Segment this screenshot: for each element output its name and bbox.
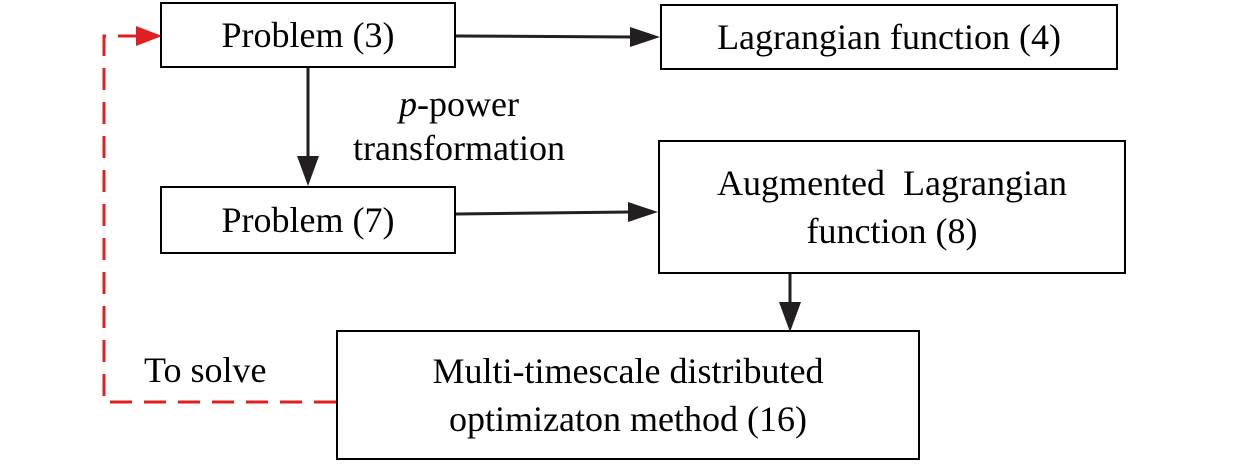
node-problem-3: Problem (3) [160,2,456,68]
node-problem-7-label: Problem (7) [221,200,395,240]
node-distributed-method-16-line2: optimizaton method (16) [449,399,807,439]
arrow-problem3-to-lagrangian4 [455,27,660,47]
node-distributed-method-16: Multi-timescale distributed optimizaton … [336,330,920,460]
edge-label-power-suffix: -power [417,84,519,124]
dashed-feedback-arrow [102,26,336,404]
node-distributed-method-16-line1: Multi-timescale distributed [432,351,824,391]
node-lagrangian-function-4-label: Lagrangian function (4) [717,17,1061,57]
edge-label-to-solve: To solve [144,350,267,390]
node-augmented-lagrangian-8-line2: function (8) [806,211,978,251]
edge-label-p-power-line1: p-power [334,82,584,126]
edge-label-p-variable: p [399,84,418,124]
node-augmented-lagrangian-8: Augmented Lagrangian function (8) [658,140,1126,274]
edge-label-transformation-line2: transformation [353,128,565,168]
arrow-problem7-to-augmented8 [455,202,658,222]
node-lagrangian-function-4: Lagrangian function (4) [660,4,1118,70]
arrow-augmented8-to-method16 [779,274,801,332]
node-augmented-lagrangian-8-line1: Augmented Lagrangian [717,163,1067,203]
arrow-problem3-to-problem7 [297,68,319,186]
edge-label-p-power-transformation: p-power transformation [334,82,584,170]
node-problem-3-label: Problem (3) [221,15,395,55]
node-problem-7: Problem (7) [160,186,456,254]
